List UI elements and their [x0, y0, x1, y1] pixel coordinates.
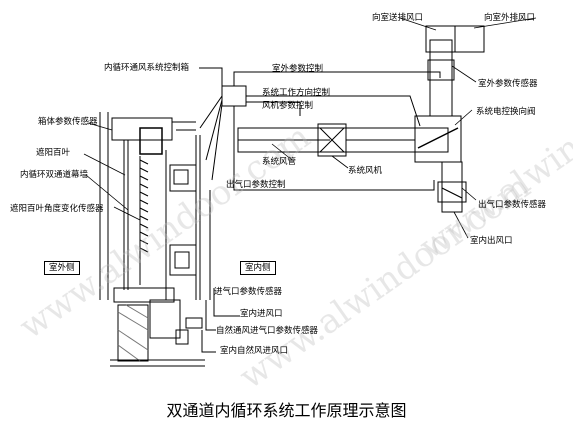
control-box	[221, 85, 247, 107]
label-indoor-supply-exhaust: 向室送排风口	[372, 13, 424, 23]
label-blind-angle-sensor: 遮阳百叶角度变化传感器	[10, 204, 104, 214]
label-outlet-param-control: 出气口参数控制	[226, 180, 286, 190]
label-control-box: 内循环通风系统控制箱	[104, 63, 190, 73]
label-indoor-side: 室内侧	[240, 261, 276, 275]
label-indoor-inlet: 室内进风口	[240, 309, 283, 319]
curtain-wall-section	[99, 112, 205, 367]
control-lines	[199, 67, 441, 353]
label-double-channel-wall: 内循环双通道幕墙	[20, 170, 89, 180]
label-outdoor-side: 室外侧	[44, 261, 80, 275]
label-natural-inlet-sensor: 自然通风进气口参数传感器	[216, 326, 319, 336]
label-system-fan: 系统风机	[348, 166, 383, 176]
duct-system	[237, 25, 485, 213]
label-outdoor-param-control: 室外参数控制	[272, 64, 324, 74]
label-natural-inlet: 室内自然风进风口	[220, 346, 289, 356]
figure-caption: 双通道内循环系统工作原理示意图	[166, 401, 407, 420]
label-outlet-param-sensor: 出气口参数传感器	[478, 200, 547, 210]
label-outdoor-param-sensor: 室外参数传感器	[478, 79, 538, 89]
label-fan-param-control: 风机参数控制	[262, 101, 314, 111]
label-inlet-param-sensor: 进气口参数传感器	[214, 287, 283, 297]
label-work-direction-control: 系统工作方向控制	[262, 88, 331, 98]
label-system-duct: 系统风管	[262, 157, 297, 167]
label-sunshade: 遮阳百叶	[36, 148, 71, 158]
leader-lines	[83, 17, 537, 239]
label-electric-valve: 系统电控换向阀	[476, 107, 536, 117]
label-cavity-sensor: 箱体参数传感器	[38, 117, 98, 127]
label-indoor-outlet: 室内出风口	[470, 236, 513, 246]
label-outdoor-exhaust: 向室外排风口	[484, 13, 536, 23]
